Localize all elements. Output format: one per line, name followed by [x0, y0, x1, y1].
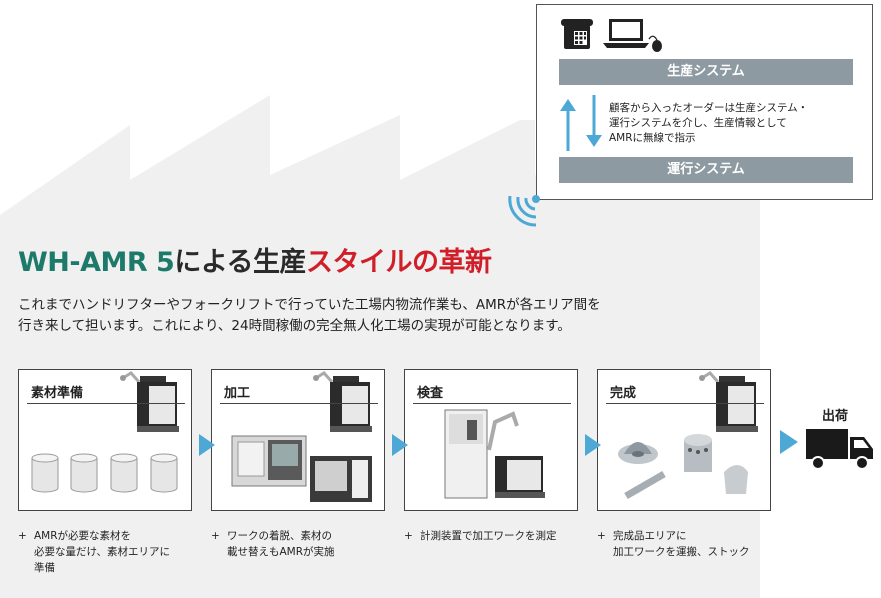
- amr-robot-illustration: [313, 371, 372, 432]
- card-divider: [27, 403, 185, 404]
- telephone-icon: [561, 19, 593, 49]
- operation-system-bar: 運行システム: [559, 157, 853, 183]
- step-title: 素材準備: [31, 386, 84, 401]
- flow-arrow-4: [780, 430, 798, 454]
- step-title: 完成: [610, 386, 637, 401]
- step-card-materials: 素材準備: [18, 369, 192, 511]
- amr-robot-illustration: [699, 371, 758, 432]
- step-note-machining: + ワークの着脱、素材の 載せ替えもAMRが実施: [211, 530, 335, 558]
- delivery-truck-icon: [806, 429, 873, 470]
- flow-arrow-2: [392, 434, 408, 456]
- page-headline: WH-AMR 5による生産スタイルの革新: [18, 247, 492, 278]
- shipping-label: 出荷: [822, 409, 849, 424]
- step-card-machining: 加工: [211, 369, 385, 511]
- step-note-materials: + AMRが必要な素材を 必要な量だけ、素材エリアに 準備: [18, 530, 170, 574]
- step-note-inspection: + 計測装置で加工ワークを測定: [404, 530, 557, 542]
- measuring-device-illustration: [444, 409, 545, 499]
- step-note-finished: + 完成品エリアに 加工ワークを運搬、ストック: [597, 530, 750, 558]
- intro-paragraph: これまでハンドリフターやフォークリフトで行っていた工場内物流作業も、AMRが各エ…: [18, 297, 601, 334]
- system-description: 顧客から入ったオーダーは生産システム・ 運行システムを介し、生産情報として AM…: [609, 102, 809, 144]
- system-panel: 生産システム 顧客から入ったオーダーは生産システム・ 運行システムを介し、生産情…: [536, 4, 873, 200]
- card-divider: [413, 403, 571, 404]
- step-title: 検査: [417, 386, 444, 401]
- step-title: 加工: [224, 386, 251, 401]
- bidirectional-arrows-icon: [560, 95, 602, 151]
- machining-center-illustration: [231, 435, 372, 502]
- material-cylinders-illustration: [31, 453, 178, 493]
- step-card-finished: 完成: [597, 369, 771, 511]
- card-divider: [606, 403, 764, 404]
- card-divider: [220, 403, 378, 404]
- production-system-bar: 生産システム: [559, 59, 853, 85]
- finished-parts-illustration: [618, 434, 748, 500]
- flow-arrow-1: [199, 434, 215, 456]
- step-card-inspection: 検査: [404, 369, 578, 511]
- wireless-signal-icon: [508, 195, 540, 227]
- laptop-icon: [603, 19, 662, 52]
- amr-robot-illustration: [120, 371, 179, 432]
- flow-arrow-3: [585, 434, 601, 456]
